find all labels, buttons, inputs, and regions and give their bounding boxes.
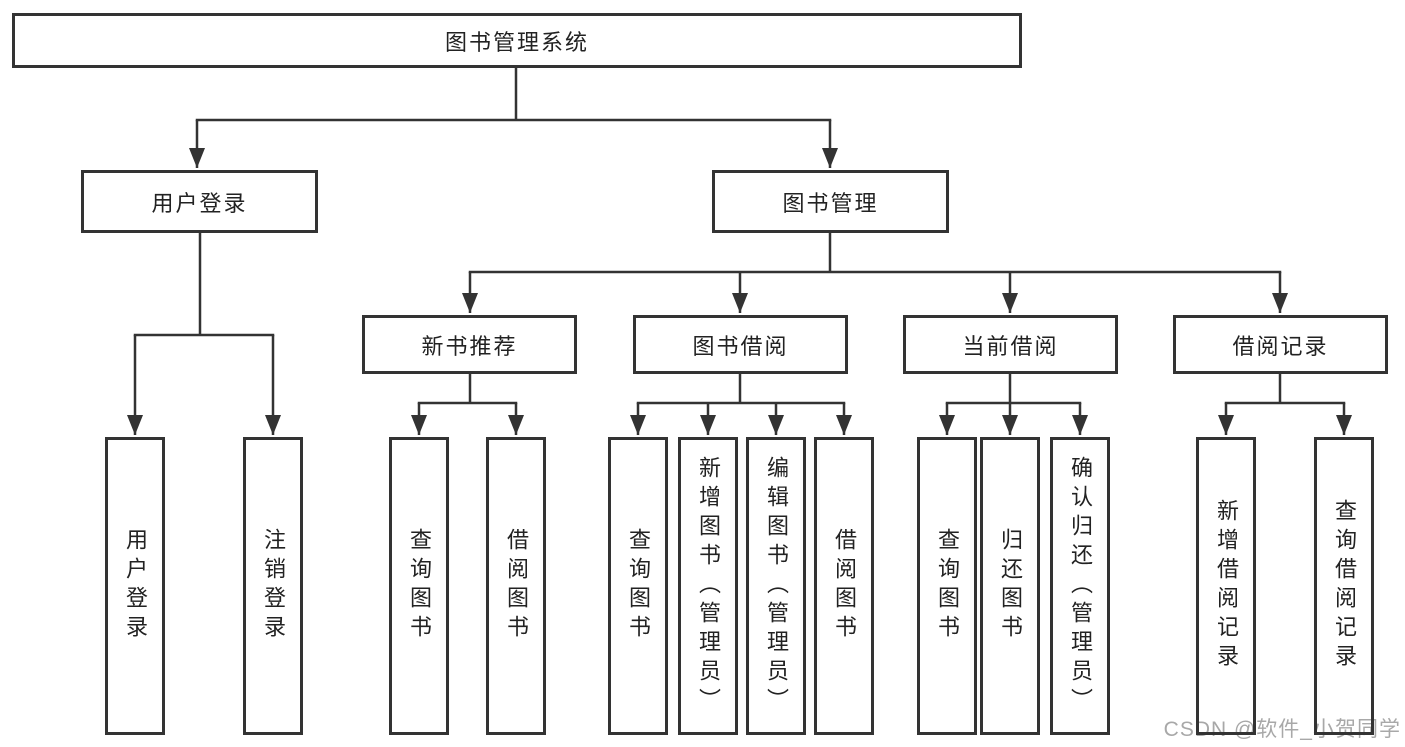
node-add-borrow-record: 新增借阅记录 xyxy=(1196,437,1256,735)
connector-arrows xyxy=(127,120,1352,435)
node-label: 图书管理 xyxy=(782,190,879,216)
node-user-login-module: 用户登录 xyxy=(81,170,318,233)
node-label: 当前借阅 xyxy=(962,333,1059,359)
node-new-book-recommend: 新书推荐 xyxy=(362,315,577,374)
node-query-books-current: 查询图书 xyxy=(917,437,977,735)
node-label: 归还图书 xyxy=(998,528,1023,644)
node-label: 查询借阅记录 xyxy=(1332,499,1357,673)
csdn-watermark: CSDN @软件_小贺同学 xyxy=(1163,718,1401,741)
node-query-borrow-record: 查询借阅记录 xyxy=(1314,437,1374,735)
node-return-book: 归还图书 xyxy=(980,437,1040,735)
node-label: 借阅图书 xyxy=(504,528,529,644)
node-label: 图书借阅 xyxy=(692,333,789,359)
connector-trunks xyxy=(133,66,1346,405)
node-label: 查询图书 xyxy=(407,528,432,644)
node-label: 新增图书（管理员） xyxy=(696,455,721,717)
node-user-login: 用户登录 xyxy=(105,437,165,735)
node-edit-book-admin: 编辑图书（管理员） xyxy=(746,437,806,735)
node-label: 借阅图书 xyxy=(832,528,857,644)
node-book-borrowing: 图书借阅 xyxy=(633,315,848,374)
node-label: 编辑图书（管理员） xyxy=(764,455,789,717)
node-borrow-books: 借阅图书 xyxy=(814,437,874,735)
node-book-management-module: 图书管理 xyxy=(712,170,949,233)
node-label: 查询图书 xyxy=(935,528,960,644)
node-add-book-admin: 新增图书（管理员） xyxy=(678,437,738,735)
node-borrowing-records: 借阅记录 xyxy=(1173,315,1388,374)
node-query-books-recommend: 查询图书 xyxy=(389,437,449,735)
node-current-borrowing: 当前借阅 xyxy=(903,315,1118,374)
node-label: 注销登录 xyxy=(261,528,286,644)
node-label: 确认归还（管理员） xyxy=(1068,455,1093,717)
node-label: 用户登录 xyxy=(151,190,248,216)
node-root: 图书管理系统 xyxy=(12,13,1022,68)
node-confirm-return-admin: 确认归还（管理员） xyxy=(1050,437,1110,735)
node-label: 查询图书 xyxy=(626,528,651,644)
node-label: 借阅记录 xyxy=(1232,333,1329,359)
node-logout: 注销登录 xyxy=(243,437,303,735)
node-borrow-books-recommend: 借阅图书 xyxy=(486,437,546,735)
node-label: 用户登录 xyxy=(123,528,148,644)
node-root-label: 图书管理系统 xyxy=(444,29,589,55)
node-label: 新书推荐 xyxy=(421,333,518,359)
node-label: 新增借阅记录 xyxy=(1214,499,1239,673)
node-query-books-borrowing: 查询图书 xyxy=(608,437,668,735)
